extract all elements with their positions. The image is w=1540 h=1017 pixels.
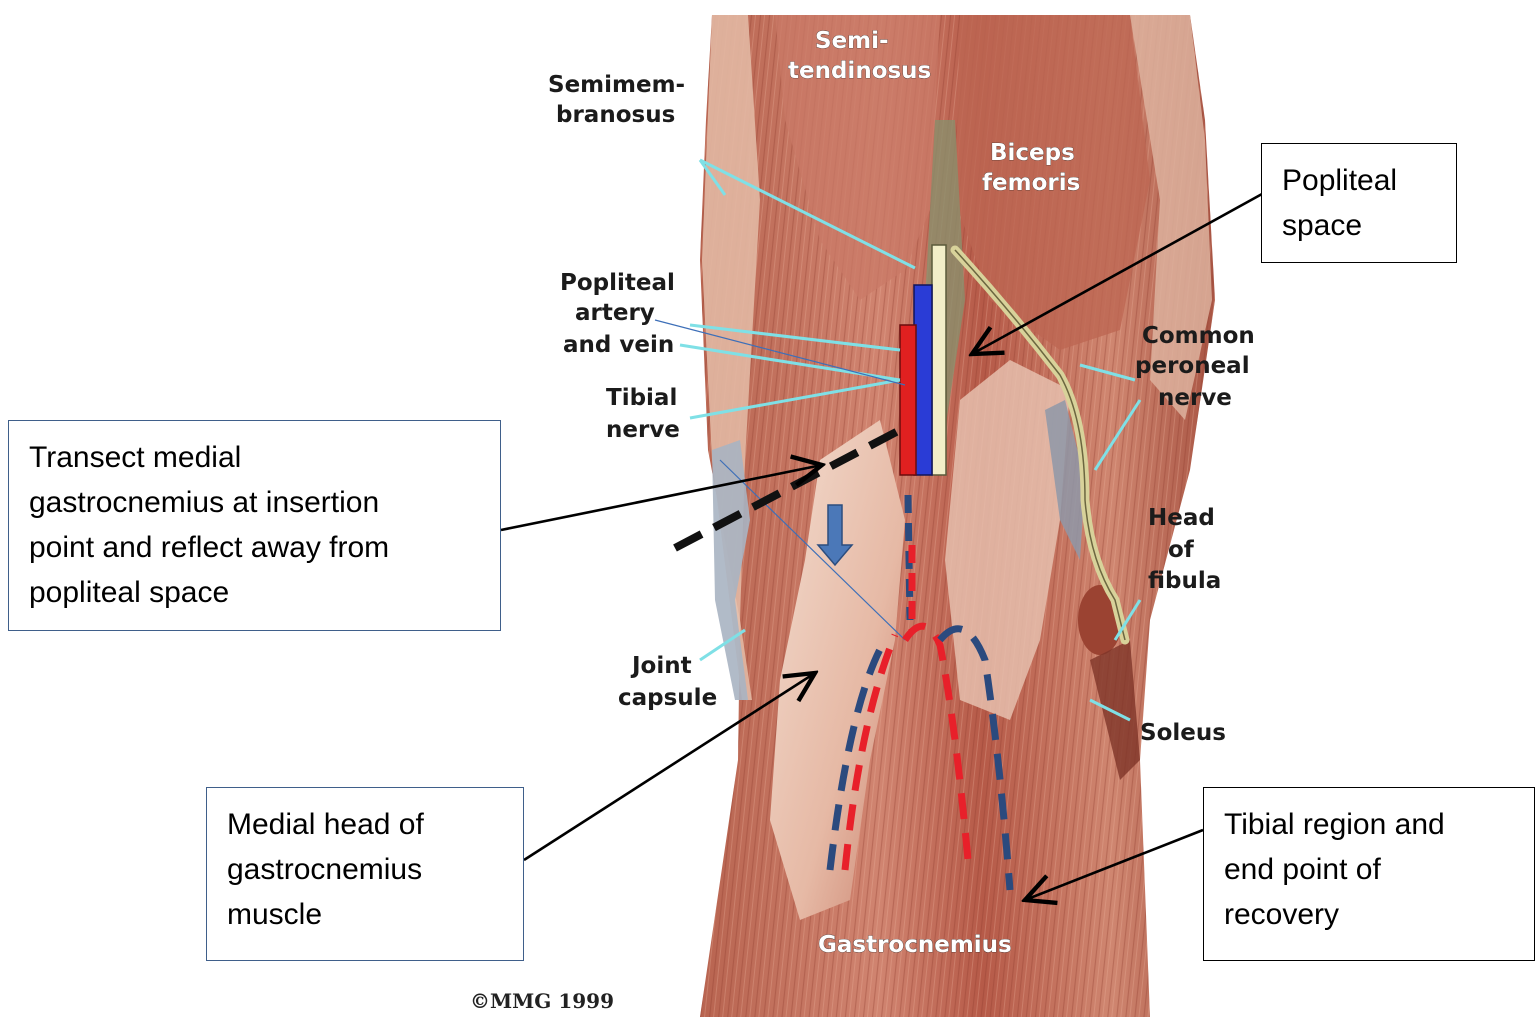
label-tibial-nerve-2: nerve: [606, 417, 680, 443]
label-semitendinosus-1: Semi-: [815, 28, 889, 54]
label-semitendinosus-2: tendinosus: [788, 58, 931, 84]
popliteal-artery: [900, 325, 916, 475]
label-soleus: Soleus: [1140, 720, 1226, 746]
tibial-nerve: [932, 245, 946, 475]
label-head-fibula-1: Head: [1148, 505, 1215, 531]
callout-transect-gastrocnemius: Transect medial gastrocnemius at inserti…: [8, 420, 501, 631]
label-tibial-nerve-1: Tibial: [606, 385, 677, 411]
label-head-fibula-2: of: [1168, 537, 1195, 563]
callout-medial-head: Medial head of gastrocnemius muscle: [206, 787, 524, 961]
label-popliteal-av-1: Popliteal: [560, 270, 675, 296]
callout-popliteal-space: Popliteal space: [1261, 143, 1457, 263]
label-biceps-1: Biceps: [990, 140, 1075, 166]
label-common-peroneal-3: nerve: [1158, 385, 1232, 411]
label-head-fibula-3: fibula: [1148, 568, 1221, 594]
label-semimembranosus-1: Semimem-: [548, 72, 685, 98]
label-common-peroneal-1: Common: [1142, 323, 1255, 349]
label-semimembranosus-2: branosus: [556, 102, 675, 128]
callout-tibial-region: Tibial region and end point of recovery: [1203, 787, 1535, 961]
label-joint-capsule-1: Joint: [630, 653, 692, 679]
copyright-notice: ©MMG 1999: [470, 989, 614, 1013]
label-joint-capsule-2: capsule: [618, 685, 717, 711]
label-gastrocnemius: Gastrocnemius: [818, 932, 1012, 958]
label-biceps-2: femoris: [982, 170, 1080, 196]
label-popliteal-av-2: artery: [575, 300, 655, 326]
label-common-peroneal-2: peroneal: [1135, 353, 1250, 379]
label-popliteal-av-3: and vein: [563, 332, 674, 358]
